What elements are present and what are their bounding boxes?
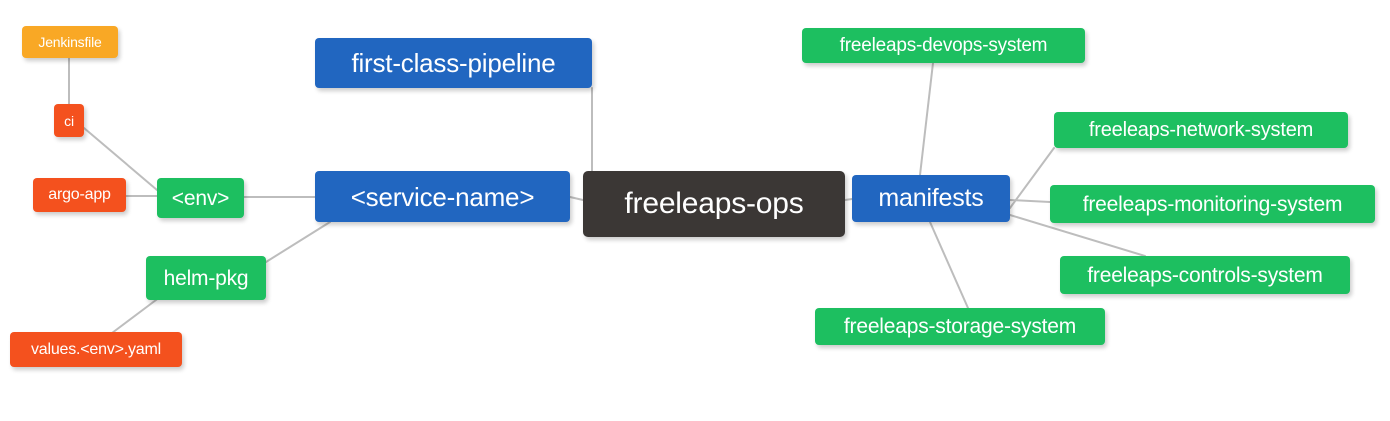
- node-label-first-class-pipeline: first-class-pipeline: [351, 48, 556, 78]
- mindmap-node-jenkinsfile[interactable]: Jenkinsfile: [22, 26, 118, 58]
- mindmap-node-freeleaps-storage-system[interactable]: freeleaps-storage-system: [815, 308, 1105, 345]
- mindmap-node-manifests[interactable]: manifests: [852, 175, 1010, 222]
- node-label-ci: ci: [64, 112, 74, 129]
- node-label-freeleaps-network-system: freeleaps-network-system: [1088, 119, 1314, 141]
- edge-manifests-monitoring: [1009, 199, 1051, 203]
- mindmap-node-env[interactable]: <env>: [157, 178, 244, 218]
- edge-helm-values: [111, 296, 161, 334]
- mindmap-node-values-env-yaml[interactable]: values.<env>.yaml: [10, 332, 182, 367]
- mindmap-node-helm-pkg[interactable]: helm-pkg: [146, 256, 266, 300]
- node-label-values-env-yaml: values.<env>.yaml: [30, 340, 161, 358]
- mindmap-node-ci[interactable]: ci: [54, 104, 84, 137]
- edge-ops-manifests: [844, 198, 853, 201]
- mindmap-node-freeleaps-network-system[interactable]: freeleaps-network-system: [1054, 112, 1348, 148]
- node-label-argo-app: argo-app: [48, 186, 111, 203]
- mindmap-node-service-name[interactable]: <service-name>: [315, 171, 570, 222]
- node-label-service-name: <service-name>: [350, 181, 535, 212]
- edge-manifests-network: [1009, 147, 1055, 209]
- node-label-helm-pkg: helm-pkg: [163, 266, 249, 290]
- mindmap-node-freeleaps-monitoring-system[interactable]: freeleaps-monitoring-system: [1050, 185, 1375, 223]
- node-label-env: <env>: [171, 186, 230, 210]
- edge-ops-service: [569, 196, 584, 201]
- edge-service-helm: [265, 221, 331, 263]
- node-label-freeleaps-monitoring-system: freeleaps-monitoring-system: [1082, 192, 1343, 216]
- edge-manifests-devops: [919, 62, 934, 176]
- mindmap-node-freeleaps-devops-system[interactable]: freeleaps-devops-system: [802, 28, 1085, 63]
- node-label-manifests: manifests: [878, 184, 984, 212]
- edge-manifests-storage: [929, 221, 969, 309]
- mindmap-node-freeleaps-controls-system[interactable]: freeleaps-controls-system: [1060, 256, 1350, 294]
- mindmap-node-freeleaps-ops[interactable]: freeleaps-ops: [583, 171, 845, 237]
- node-label-freeleaps-devops-system: freeleaps-devops-system: [839, 35, 1048, 56]
- node-label-freeleaps-controls-system: freeleaps-controls-system: [1087, 263, 1323, 287]
- mindmap-node-argo-app[interactable]: argo-app: [33, 178, 126, 212]
- mindmap-node-first-class-pipeline[interactable]: first-class-pipeline: [315, 38, 592, 88]
- node-label-freeleaps-storage-system: freeleaps-storage-system: [843, 315, 1077, 338]
- node-label-jenkinsfile: Jenkinsfile: [38, 34, 102, 50]
- node-label-freeleaps-ops: freeleaps-ops: [624, 187, 804, 220]
